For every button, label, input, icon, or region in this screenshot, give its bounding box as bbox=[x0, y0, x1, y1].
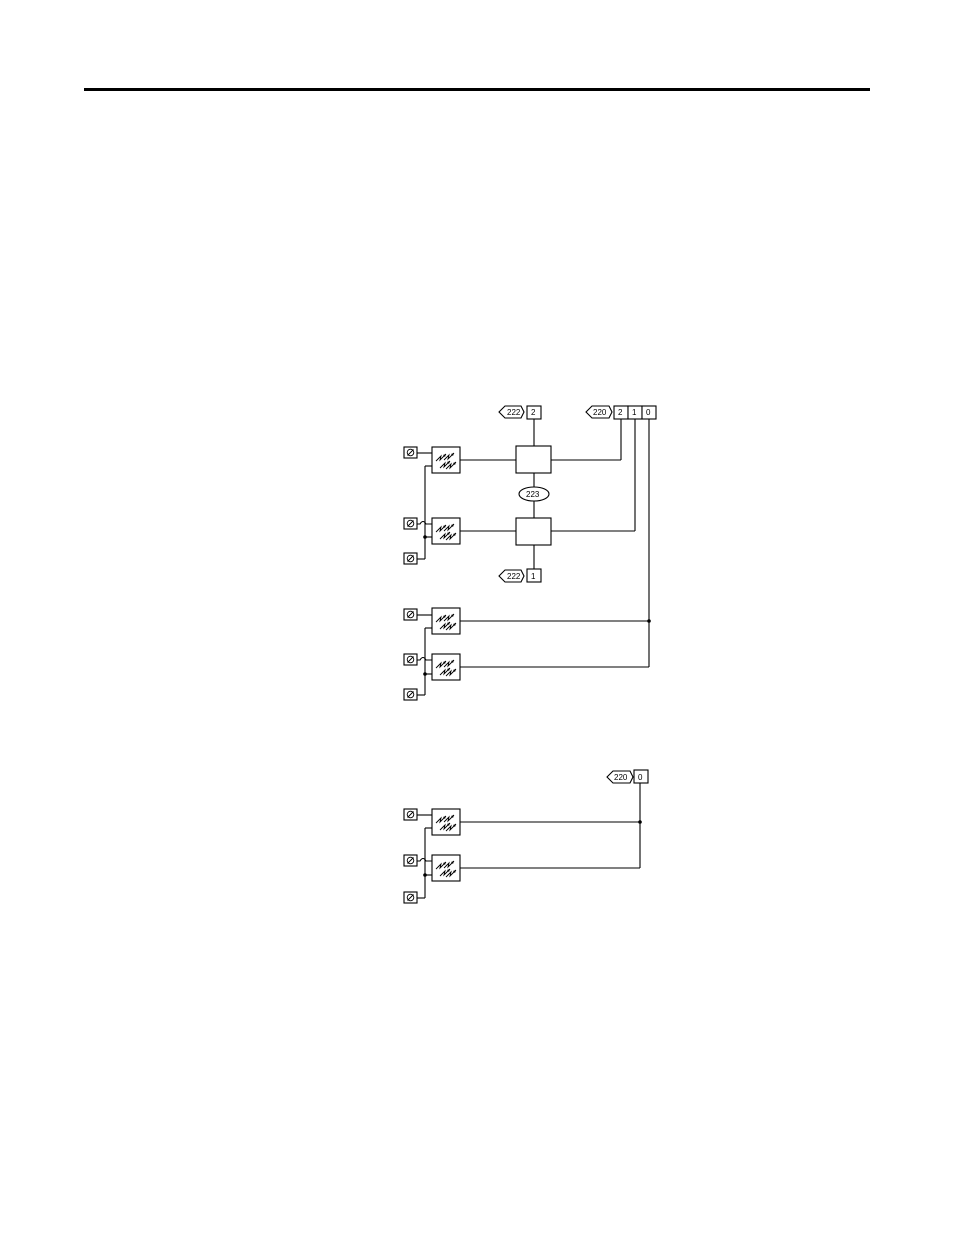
photoelectric-sensor-icon bbox=[432, 654, 460, 680]
tag-222-1: 222 1 bbox=[499, 569, 541, 582]
tag-220-pins: 220 2 1 0 bbox=[586, 406, 656, 419]
tag-220-pin-1: 1 bbox=[632, 408, 637, 417]
photoelectric-sensor-icon bbox=[432, 608, 460, 634]
terminal-icon bbox=[404, 518, 417, 529]
oval-223-label: 223 bbox=[526, 490, 540, 499]
tag-222-top-ref: 222 bbox=[507, 408, 521, 417]
terminal-icon bbox=[404, 654, 417, 665]
tag-220-pin-0: 0 bbox=[646, 408, 651, 417]
photoelectric-sensor-icon bbox=[432, 518, 460, 544]
tag2-220-pin: 0 bbox=[638, 773, 643, 782]
tag-222-bottom-pin: 1 bbox=[531, 572, 536, 581]
sensor-group-b bbox=[404, 608, 651, 700]
function-block-lower bbox=[516, 518, 551, 545]
tag-222-bottom-ref: 222 bbox=[507, 572, 521, 581]
oval-223: 223 bbox=[519, 487, 549, 501]
tag-220-pin-2: 2 bbox=[618, 408, 623, 417]
terminal-icon bbox=[404, 809, 417, 820]
tag-222-top-pin: 2 bbox=[531, 408, 536, 417]
terminal-icon bbox=[404, 553, 417, 564]
tag-220-ref: 220 bbox=[593, 408, 607, 417]
terminal-icon bbox=[404, 609, 417, 620]
function-block-upper bbox=[516, 446, 551, 473]
terminal-icon bbox=[404, 447, 417, 458]
photoelectric-sensor-icon bbox=[432, 855, 460, 881]
photoelectric-sensor-icon bbox=[432, 447, 460, 473]
sensor-group-a bbox=[404, 447, 460, 564]
sensor-group-c bbox=[404, 809, 642, 903]
terminal-icon bbox=[404, 892, 417, 903]
terminal-icon bbox=[404, 689, 417, 700]
tag-222-2: 222 2 bbox=[499, 406, 541, 419]
terminal-icon bbox=[404, 855, 417, 866]
photoelectric-sensor-icon bbox=[432, 809, 460, 835]
tag-220-0: 220 0 bbox=[607, 770, 648, 783]
tag2-220-ref: 220 bbox=[614, 773, 628, 782]
